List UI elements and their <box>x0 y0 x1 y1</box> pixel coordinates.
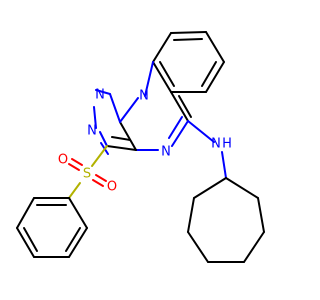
atom-s: S <box>83 167 91 182</box>
bond <box>93 106 97 129</box>
bond <box>68 182 81 199</box>
bond <box>221 151 227 179</box>
bond <box>119 121 137 151</box>
bond <box>152 61 172 93</box>
benzo-ring <box>152 31 225 93</box>
bond <box>171 120 189 147</box>
bond <box>187 197 195 233</box>
atom-n4: N <box>161 145 171 160</box>
bond <box>257 197 265 233</box>
atom-amine-h: H <box>222 137 232 152</box>
bond <box>170 31 207 34</box>
phenyl-ring <box>16 197 88 258</box>
atom-n2: N <box>95 88 105 103</box>
bond <box>225 177 259 199</box>
bond <box>16 227 35 258</box>
cycloheptyl-ring <box>187 177 265 263</box>
bond <box>106 145 137 151</box>
bond <box>95 89 111 95</box>
bond-inner <box>65 227 81 252</box>
bond <box>119 97 139 123</box>
bond <box>193 177 227 199</box>
atom-n1: N <box>139 89 149 104</box>
molecule-structure: N N N N N H S O O <box>16 31 265 263</box>
bond <box>99 131 108 147</box>
bond <box>243 231 265 263</box>
pyrimidine-ring <box>119 61 192 151</box>
bond-inner <box>178 95 192 118</box>
triazole-ring <box>93 89 137 155</box>
bond <box>68 197 88 229</box>
atom-labels: N N N N N H S O O <box>58 88 232 195</box>
bond <box>92 179 104 187</box>
bond-inner <box>173 38 203 41</box>
bond <box>68 227 88 258</box>
atom-amine-n: N <box>211 137 221 152</box>
bond <box>71 158 83 166</box>
bond-inner <box>201 61 217 87</box>
bond <box>205 61 225 93</box>
molecule-diagram: N N N N N H S O O <box>16 31 265 263</box>
bond <box>187 120 215 143</box>
bond <box>170 91 189 122</box>
bond <box>205 31 225 63</box>
bond <box>152 32 172 63</box>
atom-o2: O <box>107 180 117 195</box>
amine-linker <box>187 120 227 179</box>
bond-inner <box>168 116 183 139</box>
bond-inner <box>23 227 38 252</box>
bond <box>187 231 209 263</box>
bond <box>68 163 80 171</box>
atom-o1: O <box>58 153 68 168</box>
sulfonyl-group <box>68 145 108 199</box>
bond <box>109 93 121 123</box>
bond-inner <box>111 136 131 141</box>
bond <box>91 145 108 167</box>
bond <box>16 197 35 229</box>
atom-n3: N <box>87 124 97 139</box>
bond <box>95 174 107 182</box>
bond-inner <box>159 61 175 87</box>
bond <box>144 61 154 97</box>
